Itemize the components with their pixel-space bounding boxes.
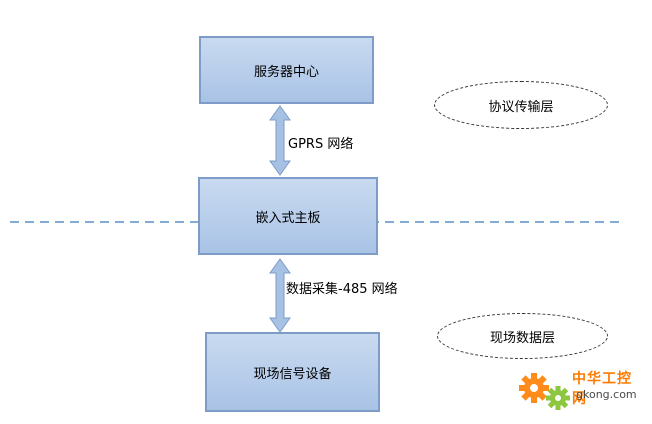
transport-layer-ellipse: 协议传输层 bbox=[434, 81, 608, 129]
field-device-node: 现场信号设备 bbox=[205, 332, 380, 412]
server-center-node: 服务器中心 bbox=[199, 36, 374, 104]
field-data-layer-label: 现场数据层 bbox=[489, 330, 555, 346]
field-device-label: 现场信号设备 bbox=[253, 366, 332, 382]
watermark-site-url: gkong.com bbox=[576, 388, 637, 401]
embedded-board-node: 嵌入式主板 bbox=[198, 177, 378, 255]
gprs-double-arrow bbox=[269, 105, 291, 176]
embedded-board-label: 嵌入式主板 bbox=[255, 210, 321, 226]
rs485-network-label: 数据采集-485 网络 bbox=[286, 282, 398, 297]
gprs-network-label: GPRS 网络 bbox=[288, 137, 354, 152]
transport-layer-label: 协议传输层 bbox=[488, 99, 554, 115]
server-center-label: 服务器中心 bbox=[253, 64, 319, 80]
watermark-site-name: 中华工控网 bbox=[572, 371, 632, 407]
gkong-watermark: 中华工控网 gkong.com bbox=[516, 366, 646, 414]
gears-logo-icon bbox=[519, 373, 570, 410]
field-data-layer-ellipse: 现场数据层 bbox=[437, 313, 608, 359]
